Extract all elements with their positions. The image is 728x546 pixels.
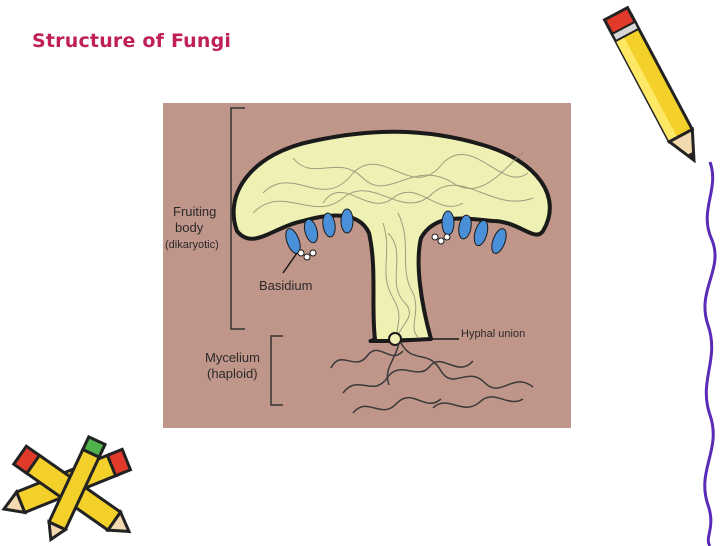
mycelium-lines	[330, 342, 534, 414]
pencil-icon	[602, 5, 696, 164]
basidia-left	[285, 208, 354, 261]
basidia-right	[431, 210, 507, 254]
fruiting-body-bracket	[230, 107, 245, 330]
slide-title: Structure of Fungi	[32, 30, 232, 52]
mycelium-label-1: Mycelium	[205, 350, 260, 365]
hyphal-union-label: Hyphal union	[461, 328, 526, 340]
squiggle-line	[703, 161, 717, 546]
fungus-diagram-graphic	[163, 103, 571, 428]
hyphae-lines	[252, 152, 534, 340]
fruiting-body-label-2: body	[175, 220, 204, 235]
fruiting-body-shape	[231, 129, 552, 343]
basidium-leader	[282, 252, 298, 274]
crossed-pencils-icon	[1, 434, 133, 543]
fungus-diagram: Fruiting body (dikaryotic) Basidium Hyph…	[163, 103, 571, 428]
mycelium-label-2: (haploid)	[207, 366, 258, 381]
fruiting-body-label-3: (dikaryotic)	[165, 239, 219, 251]
fruiting-body-label-1: Fruiting	[173, 204, 217, 219]
mycelium-bracket	[270, 335, 283, 406]
basidium-label: Basidium	[259, 278, 313, 293]
